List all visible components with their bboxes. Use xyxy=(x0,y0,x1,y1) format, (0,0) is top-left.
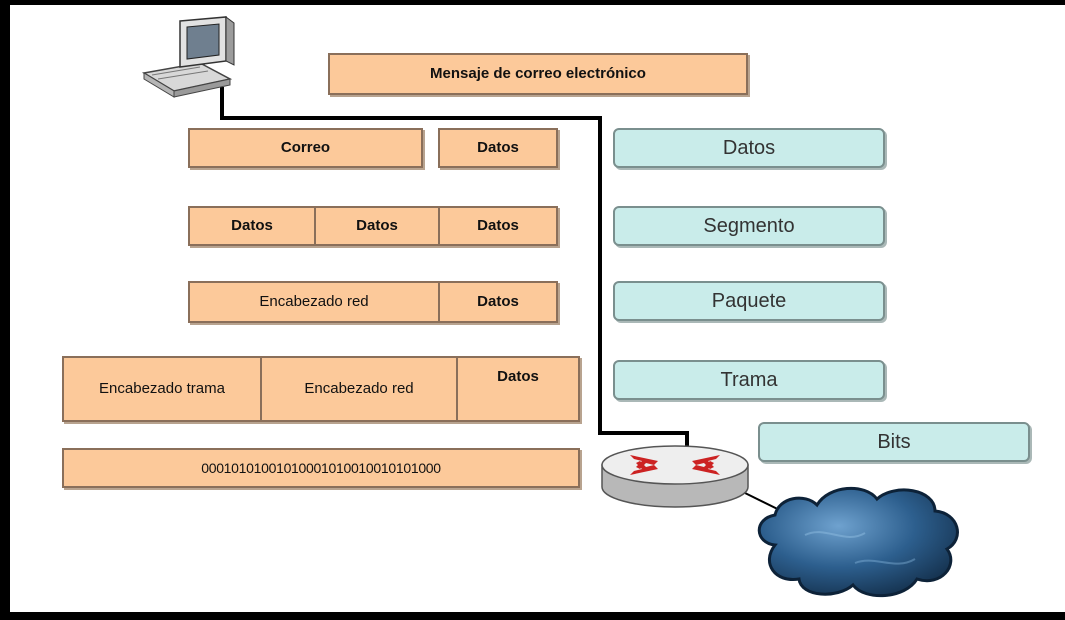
network-header-cell: Encabezado red xyxy=(259,293,369,311)
label-segment: Segmento xyxy=(613,206,885,246)
label-bits: Bits xyxy=(758,422,1030,462)
segment-data-1: Datos xyxy=(231,217,273,235)
bits-row: 00010101001010001010010010101000 xyxy=(62,448,580,488)
diagram-canvas: Mensaje de correo electrónico Correo Dat… xyxy=(10,5,1065,612)
bits-value: 00010101001010001010010010101000 xyxy=(201,459,441,476)
label-data: Datos xyxy=(613,128,885,168)
data-block-label: Datos xyxy=(477,139,519,157)
email-data-block: Correo xyxy=(188,128,423,168)
frame-data-cell: Datos xyxy=(456,358,578,420)
segment-data-2: Datos xyxy=(314,208,438,244)
network-cloud-icon xyxy=(757,486,959,598)
packet-row: Encabezado red Datos xyxy=(188,281,558,323)
computer-icon xyxy=(141,16,235,98)
router-icon xyxy=(601,445,749,508)
frame-header-cell: Encabezado trama xyxy=(99,380,225,398)
segment-data-3: Datos xyxy=(438,208,556,244)
label-packet: Paquete xyxy=(613,281,885,321)
data-block: Datos xyxy=(438,128,558,168)
packet-data-cell: Datos xyxy=(438,283,556,321)
email-message-box: Mensaje de correo electrónico xyxy=(328,53,748,95)
frame-row: Encabezado trama Encabezado red Datos xyxy=(62,356,580,422)
frame-network-header-cell: Encabezado red xyxy=(260,358,456,420)
email-block-label: Correo xyxy=(280,139,331,157)
segment-row: Datos Datos Datos xyxy=(188,206,558,246)
email-message-label: Mensaje de correo electrónico xyxy=(430,65,646,83)
cable-computer-to-router xyxy=(220,87,689,455)
label-frame: Trama xyxy=(613,360,885,400)
